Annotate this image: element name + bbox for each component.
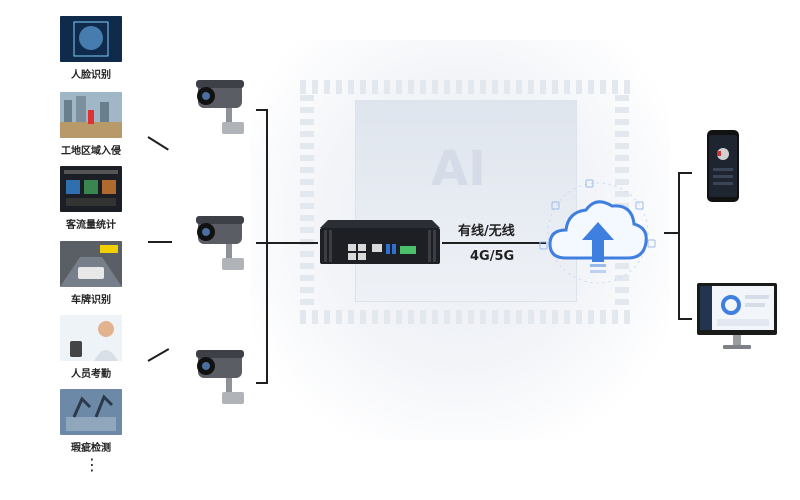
left-item-attendance: 人员考勤 (60, 315, 122, 380)
left-item-label: 人员考勤 (71, 369, 111, 380)
connector-line (664, 232, 680, 234)
left-item-label: 人脸识别 (71, 70, 111, 81)
chip-pins-bottom (300, 310, 630, 324)
attendance-thumbnail (60, 315, 122, 361)
smartphone-icon (707, 130, 739, 202)
left-item-passenger: 客流量统计 (60, 166, 122, 231)
left-item-plate: 车牌识别 (60, 241, 122, 306)
more-items-indicator: ⋮ (84, 455, 100, 474)
left-item-label: 瑕疵检测 (71, 443, 111, 454)
chip-pins-left (300, 95, 314, 305)
edge-computing-box-icon (318, 216, 442, 268)
construction-site-thumbnail (60, 92, 122, 138)
ai-chip-core: AI (355, 100, 577, 302)
left-item-face: 人脸识别 (60, 16, 122, 81)
network-label: 4G/5G (470, 249, 515, 264)
connector-line (256, 109, 268, 111)
connector-line (678, 318, 692, 320)
passenger-flow-thumbnail (60, 166, 122, 212)
camera-icon (192, 346, 262, 416)
connector-line (147, 136, 169, 151)
left-item-label: 车牌识别 (71, 295, 111, 306)
left-item-label: 客流量统计 (66, 220, 116, 231)
monitor-icon (697, 283, 777, 353)
face-recognition-thumbnail (60, 16, 122, 62)
connector-line (147, 348, 170, 362)
license-plate-thumbnail (60, 241, 122, 287)
chip-pins-top (300, 80, 630, 94)
connector-line (678, 172, 680, 320)
connector-line (442, 242, 546, 244)
camera-icon (192, 76, 262, 146)
connector-line (678, 172, 692, 174)
connector-line (148, 241, 172, 243)
left-item-defect: 瑕疵检测 (60, 389, 122, 454)
cloud-upload-icon (532, 178, 664, 288)
left-item-label: 工地区域入侵 (61, 146, 121, 157)
camera-icon (192, 212, 262, 282)
defect-detection-thumbnail (60, 389, 122, 435)
connector-line (256, 242, 318, 244)
connector-line (266, 109, 268, 384)
connector-line (256, 382, 268, 384)
wired-wireless-label: 有线/无线 (458, 224, 515, 239)
left-item-construction: 工地区域入侵 (60, 92, 122, 157)
